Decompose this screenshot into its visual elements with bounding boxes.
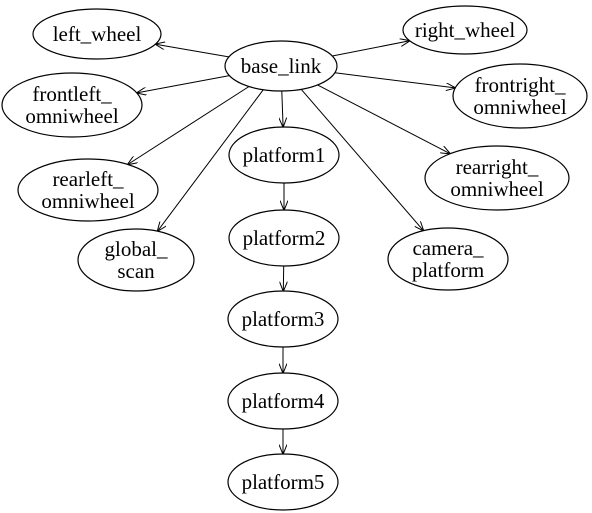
node-label: global_ [105, 237, 168, 261]
node-label: rearright_ [456, 155, 539, 179]
node-platform3: platform3 [227, 290, 339, 348]
node-label: camera_ [412, 236, 484, 260]
node-label: base_link [241, 54, 322, 78]
node-label: platform4 [242, 389, 325, 413]
edge-base_link-to-left_wheel [156, 44, 229, 58]
node-label: rearleft_ [52, 167, 124, 191]
node-right-wheel: right_wheel [402, 5, 528, 55]
edge-base_link-to-frontleft_omniwheel [137, 75, 230, 93]
node-label: platform2 [243, 226, 326, 250]
edge-base_link-to-frontright_omniwheel [334, 72, 455, 88]
node-rearleft-omniwheel: rearleft_omniwheel [17, 158, 159, 222]
node-shape [17, 158, 159, 222]
node-label: right_wheel [415, 18, 515, 42]
node-shape [452, 63, 588, 129]
node-label: frontleft_ [32, 82, 112, 106]
node-frontright-omniwheel: frontright_omniwheel [452, 63, 588, 129]
node-left-wheel: left_wheel [32, 8, 162, 60]
node-label: omniwheel [41, 189, 134, 213]
node-label: left_wheel [53, 22, 142, 46]
node-layer: left_wheel right_wheel base_link frontleft_… [1, 5, 588, 511]
node-base-link: base_link [224, 40, 338, 92]
edge-base_link-to-camera_platform [300, 88, 423, 230]
edge-base_link-to-global_scan [158, 89, 264, 232]
node-label: omniwheel [25, 104, 118, 128]
node-shape [227, 453, 339, 511]
node-global-scan: global_scan [77, 228, 195, 292]
node-label: platform [412, 258, 484, 282]
node-label: frontright_ [475, 73, 566, 97]
node-shape [228, 209, 340, 267]
edge-base_link-to-right_wheel [332, 41, 409, 57]
node-platform2: platform2 [228, 209, 340, 267]
edge-base_link-to-rearright_omniwheel [317, 84, 451, 154]
node-shape [424, 145, 570, 211]
node-shape [224, 40, 338, 92]
node-label: omniwheel [450, 177, 543, 201]
node-camera-platform: camera_platform [387, 227, 509, 291]
node-label: platform1 [243, 143, 326, 167]
node-shape [227, 372, 339, 430]
node-shape [227, 290, 339, 348]
edge-base_link-to-platform1 [282, 90, 283, 127]
edge-base_link-to-rearleft_omniwheel [128, 86, 250, 165]
edge-layer [128, 41, 456, 454]
node-shape [387, 227, 509, 291]
node-frontleft-omniwheel: frontleft_omniwheel [1, 72, 143, 138]
node-platform4: platform4 [227, 372, 339, 430]
node-platform5: platform5 [227, 453, 339, 511]
node-label: platform5 [242, 470, 325, 494]
node-shape [402, 5, 528, 55]
node-label: platform3 [242, 307, 325, 331]
node-shape [1, 72, 143, 138]
node-shape [228, 126, 340, 184]
node-label: scan [117, 259, 155, 283]
node-rearright-omniwheel: rearright_omniwheel [424, 145, 570, 211]
node-platform1: platform1 [228, 126, 340, 184]
node-shape [32, 8, 162, 60]
node-label: omniwheel [473, 95, 566, 119]
node-shape [77, 228, 195, 292]
